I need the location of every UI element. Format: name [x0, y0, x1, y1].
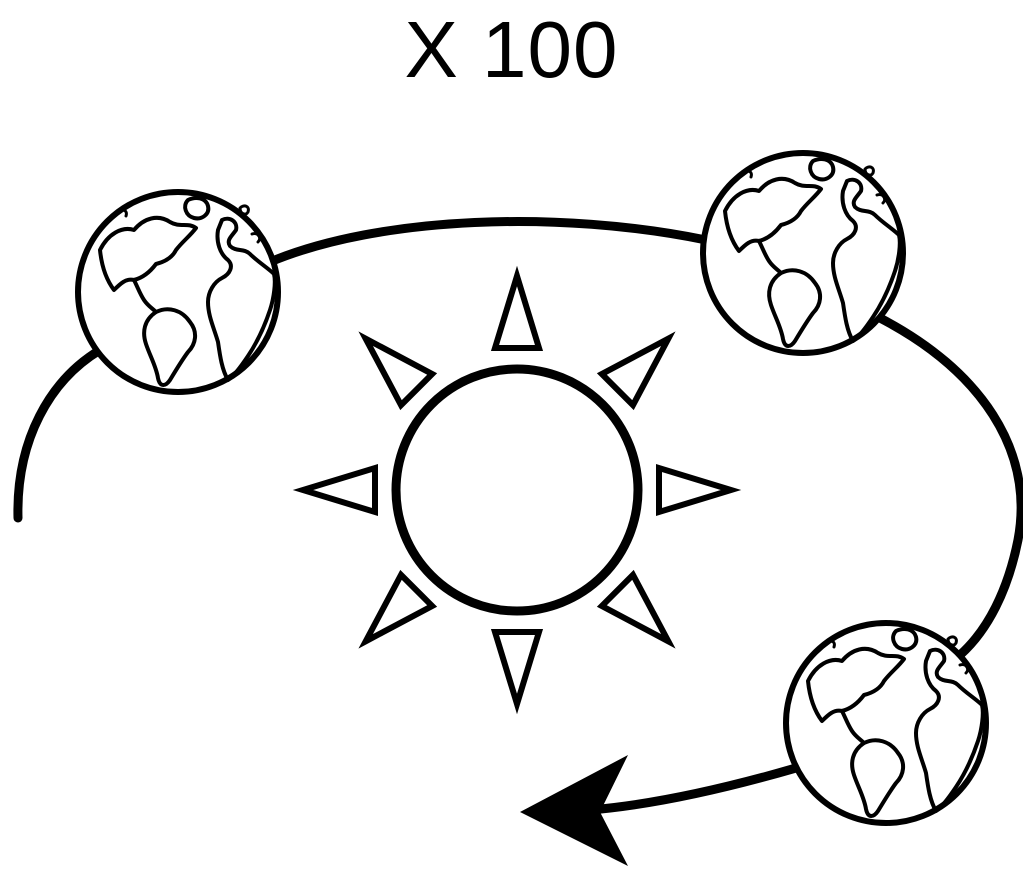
- sun-icon: [303, 276, 731, 704]
- earth-globe-icon: [703, 153, 903, 353]
- earth-globe-icon: [786, 623, 986, 823]
- earth-globe-icon: [78, 192, 278, 392]
- multiplier-caption: X 100: [0, 0, 1023, 100]
